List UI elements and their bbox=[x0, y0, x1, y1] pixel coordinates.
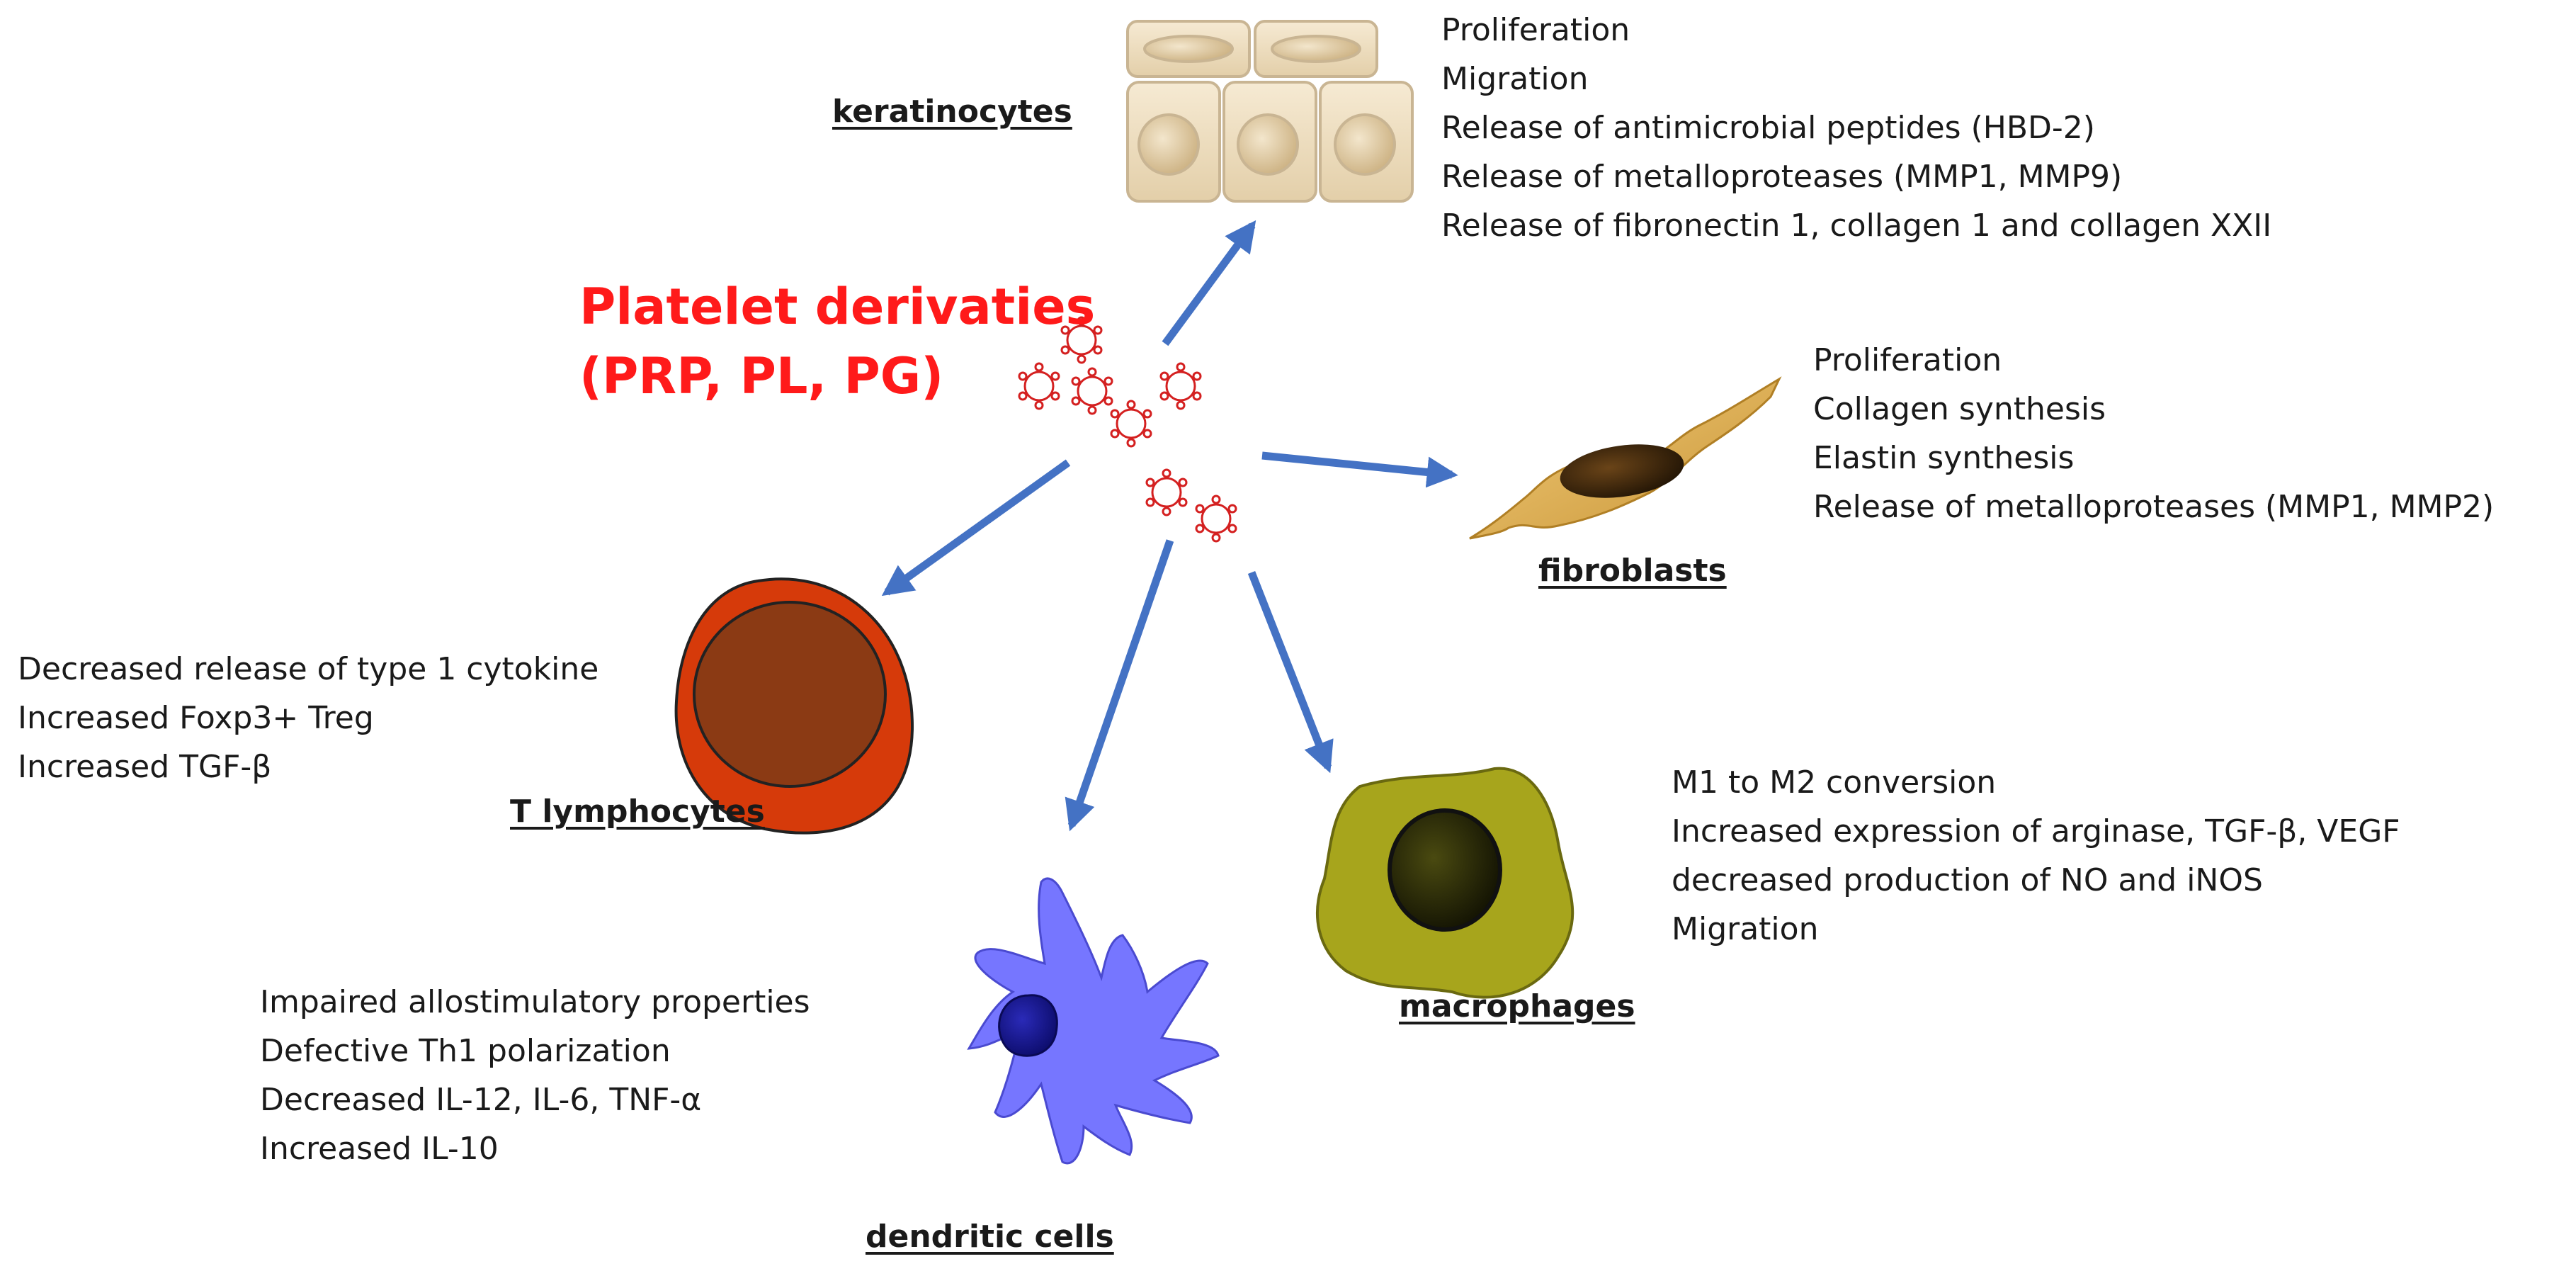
effect-item: Release of metalloproteases (MMP1, MMP9) bbox=[1441, 159, 2123, 195]
dendritic-cells-effects: Impaired allostimulatory properties Defe… bbox=[260, 978, 810, 1173]
platelet-cluster bbox=[1018, 316, 1237, 543]
effect-item: Elastin synthesis bbox=[1813, 440, 2075, 476]
fibroblast-icon bbox=[1469, 376, 1782, 540]
dendritic-cell-icon bbox=[967, 877, 1220, 1165]
effect-item: Migration bbox=[1441, 61, 1589, 97]
platelet-icon bbox=[1071, 367, 1113, 415]
arrow-to-keratinocytes bbox=[1162, 220, 1256, 346]
effect-item: Release of antimicrobial peptides (HBD-2… bbox=[1441, 110, 2095, 146]
effect-item: Release of fibronectin 1, collagen 1 and… bbox=[1441, 208, 2272, 244]
effect-item: Impaired allostimulatory properties bbox=[260, 984, 810, 1020]
effect-item: Proliferation bbox=[1813, 342, 2002, 378]
effect-item: Decreased IL-12, IL-6, TNF-α bbox=[260, 1082, 702, 1118]
arrow-to-dendritic-cells bbox=[1065, 539, 1174, 832]
fibroblasts-label: fibroblasts bbox=[1538, 553, 1727, 589]
effect-item: Increased IL-10 bbox=[260, 1131, 499, 1167]
dendritic-cells-label: dendritic cells bbox=[866, 1219, 1114, 1255]
effect-item: Increased TGF-β bbox=[18, 749, 272, 785]
keratinocytes-label: keratinocytes bbox=[832, 94, 1072, 130]
effect-item: decreased production of NO and iNOS bbox=[1672, 862, 2263, 898]
keratinocytes-effects: Proliferation Migration Release of antim… bbox=[1441, 6, 2271, 250]
macrophages-effects: M1 to M2 conversion Increased expression… bbox=[1672, 758, 2400, 954]
t-lymphocytes-label: T lymphocytes bbox=[510, 793, 765, 830]
platelet-icon bbox=[1195, 495, 1237, 543]
effect-item: Increased Foxp3+ Treg bbox=[18, 700, 374, 736]
arrow-to-macrophages bbox=[1247, 570, 1334, 774]
platelet-icon bbox=[1110, 400, 1152, 448]
title-line-2: (PRP, PL, PG) bbox=[579, 347, 944, 405]
macrophage-icon bbox=[1316, 767, 1574, 999]
platelet-icon bbox=[1159, 362, 1202, 410]
arrow-to-t-lymphocytes bbox=[881, 459, 1071, 597]
effect-item: Proliferation bbox=[1441, 12, 1630, 48]
effect-item: M1 to M2 conversion bbox=[1672, 764, 1997, 801]
effect-item: Collagen synthesis bbox=[1813, 391, 2106, 427]
effect-item: Release of metalloproteases (MMP1, MMP2) bbox=[1813, 489, 2495, 525]
keratinocytes-icon bbox=[1126, 20, 1414, 203]
macrophages-label: macrophages bbox=[1399, 988, 1635, 1024]
title-line-1: Platelet derivaties bbox=[579, 278, 1096, 336]
platelet-icon bbox=[1145, 468, 1188, 516]
t-lymphocyte-icon bbox=[674, 577, 914, 835]
platelet-icon bbox=[1018, 362, 1060, 410]
effect-item: Migration bbox=[1672, 911, 1819, 947]
arrow-to-fibroblasts bbox=[1261, 451, 1458, 488]
t-lymphocytes-effects: Decreased release of type 1 cytokine Inc… bbox=[18, 645, 598, 791]
effect-item: Increased expression of arginase, TGF-β,… bbox=[1672, 813, 2400, 849]
effect-item: Decreased release of type 1 cytokine bbox=[18, 651, 599, 687]
fibroblasts-effects: Proliferation Collagen synthesis Elastin… bbox=[1813, 336, 2494, 531]
effect-item: Defective Th1 polarization bbox=[260, 1033, 671, 1069]
